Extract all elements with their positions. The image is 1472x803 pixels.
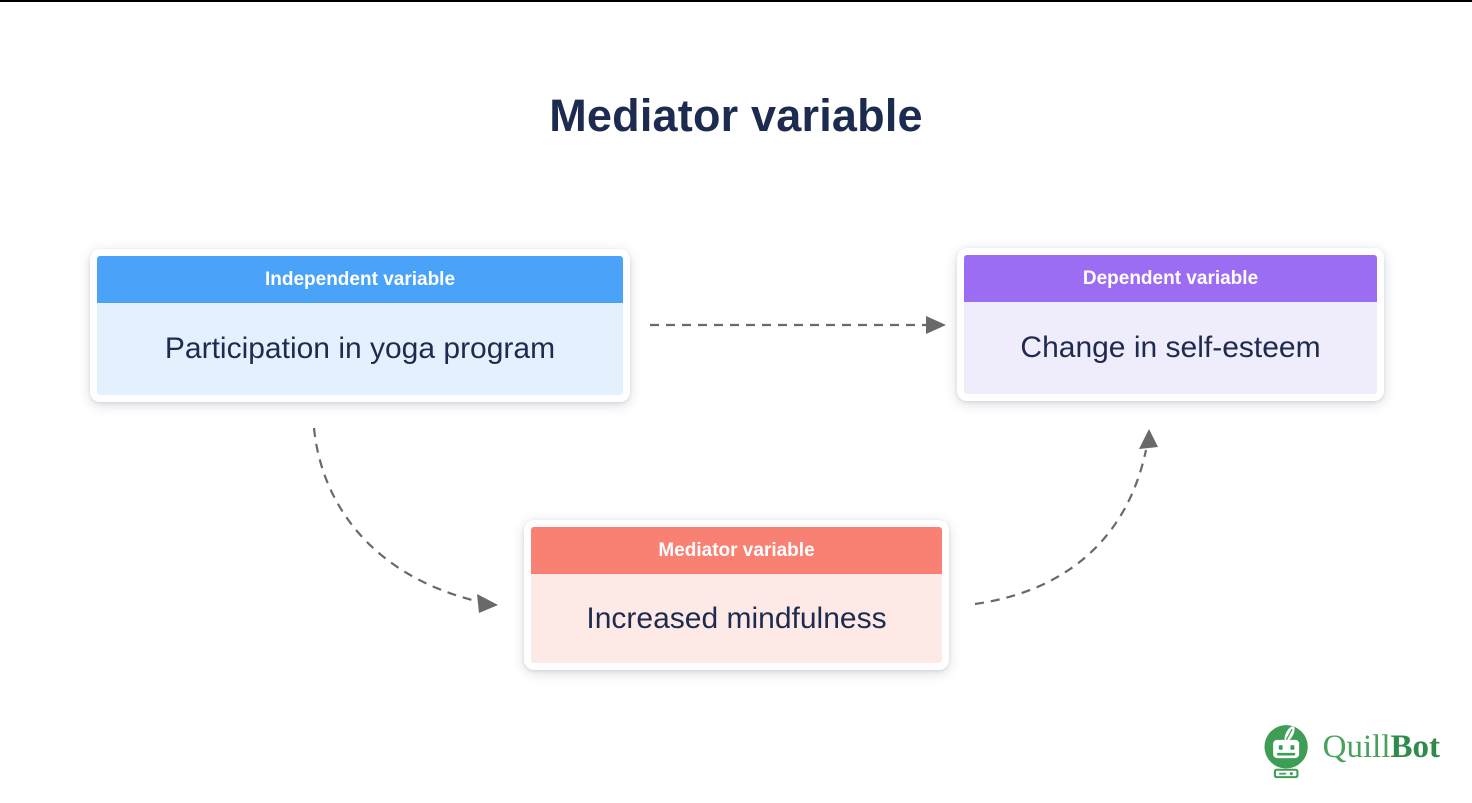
box-label-independent: Independent variable [264, 268, 456, 290]
wordmark-quill: Quill [1322, 728, 1391, 765]
box-body-mediator: Increased mindfulness [531, 574, 942, 663]
top-border-bar [0, 0, 1472, 2]
box-label-mediator: Mediator variable [658, 539, 815, 561]
arrow-mediator-to-dependent [974, 429, 1158, 606]
box-content-independent: Participation in yoga program [164, 332, 556, 365]
box-label-dependent: Dependent variable [1082, 267, 1259, 289]
box-dependent-variable: Dependent variable Change in self-esteem [957, 248, 1384, 401]
box-body-dependent: Change in self-esteem [964, 302, 1377, 394]
box-independent-variable: Independent variable Participation in yo… [90, 249, 630, 402]
box-mediator-variable: Mediator variable Increased mindfulness [524, 520, 949, 670]
arrow-independent-to-mediator [312, 427, 498, 613]
box-content-dependent: Change in self-esteem [1020, 331, 1321, 364]
box-header-dependent: Dependent variable [964, 255, 1377, 302]
quillbot-robot-icon [1264, 725, 1308, 779]
quillbot-logo: QuillBot [1261, 723, 1440, 781]
quillbot-wordmark: QuillBot [1322, 728, 1441, 774]
box-header-independent: Independent variable [97, 256, 623, 303]
arrow-independent-to-dependent [650, 316, 946, 334]
page-title: Mediator variable [549, 90, 923, 141]
wordmark-bot: Bot [1390, 728, 1441, 765]
box-header-mediator: Mediator variable [531, 527, 942, 574]
box-content-mediator: Increased mindfulness [586, 601, 887, 635]
box-body-independent: Participation in yoga program [97, 303, 623, 395]
